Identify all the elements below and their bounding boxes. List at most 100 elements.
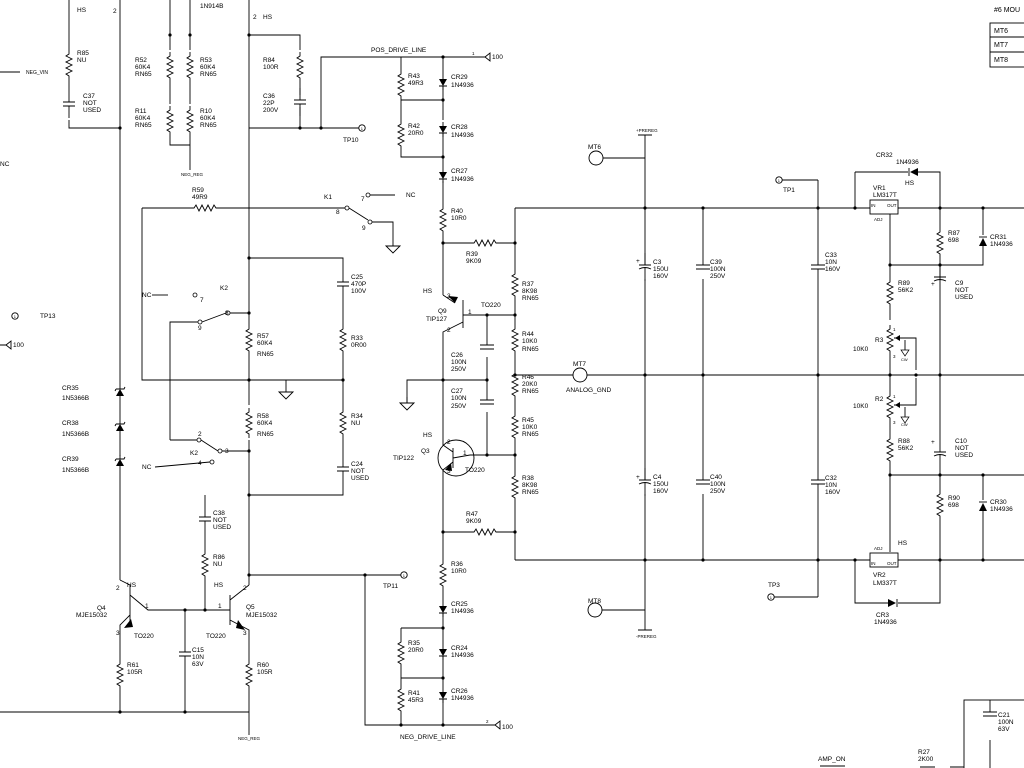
r58-label: R58 xyxy=(257,413,269,420)
plus-sign: + xyxy=(931,281,935,288)
r41-label: R41 xyxy=(408,690,420,697)
r58-value: RN65 xyxy=(257,431,274,438)
c40-label: C40 xyxy=(710,474,722,481)
c36-value: 200V xyxy=(263,107,279,114)
c40-value: 100N xyxy=(710,481,726,488)
cr38-label: CR38 xyxy=(62,420,79,427)
c27-label: C27 xyxy=(451,388,463,395)
r52-label: R52 xyxy=(135,57,147,64)
c25-value: 100V xyxy=(351,288,367,295)
cr39-label: CR39 xyxy=(62,456,79,463)
c15-label: C15 xyxy=(192,647,204,654)
cr26-label: CR26 xyxy=(451,688,468,695)
vr2-label: VR2 xyxy=(873,572,886,579)
c3-value: 150U xyxy=(653,266,669,273)
r45-value: 10K0 xyxy=(522,424,538,431)
cr38-value: 1N5366B xyxy=(62,431,89,438)
r11-label: R11 xyxy=(135,108,147,115)
pin-label: 1 xyxy=(218,603,222,610)
cr35-value: 1N5366B xyxy=(62,395,89,402)
c37-label: C37 xyxy=(83,93,95,100)
r53-value: 60K4 xyxy=(200,64,216,71)
c15-value: 10N xyxy=(192,654,204,661)
pot-cw-label: CW xyxy=(901,422,908,427)
c24-value: USED xyxy=(351,475,369,482)
vr1-regulator xyxy=(869,199,899,215)
c38-value: NOT xyxy=(213,517,227,524)
net-amp-on: AMP_ON xyxy=(818,756,846,763)
cr27-label: CR27 xyxy=(451,168,468,175)
r40-value: 10R0 xyxy=(451,215,467,222)
cr26-value: 1N4936 xyxy=(451,695,474,702)
pin-label: 9 xyxy=(198,325,202,332)
cr28-label: CR28 xyxy=(451,124,468,131)
c32-value: 160V xyxy=(825,489,841,496)
c10-label: C10 xyxy=(955,438,967,445)
r11-value: 60K4 xyxy=(135,115,151,122)
r44-value: 10K0 xyxy=(522,338,538,345)
q4-label: Q4 xyxy=(97,605,106,612)
c33-value: 10N xyxy=(825,259,837,266)
r43-label: R43 xyxy=(408,73,420,80)
vr1-adj: ADJ xyxy=(874,217,883,222)
c36-label: C36 xyxy=(263,93,275,100)
left-section: HS 2 1N914B 2 HS NC NEG_VIN R85 NU C37 N… xyxy=(0,0,490,741)
q4-value: MJE15032 xyxy=(76,612,107,619)
c36-value: 22P xyxy=(263,100,275,107)
r45-label: R45 xyxy=(522,417,534,424)
mount-table-row: MT6 xyxy=(994,28,1008,35)
pin-label: 1 xyxy=(893,394,896,399)
c33-label: C33 xyxy=(825,252,837,259)
vr1-in: IN xyxy=(871,203,876,208)
pin-label: 3 xyxy=(447,468,451,475)
c37-value: USED xyxy=(83,107,101,114)
r57-label: R57 xyxy=(257,333,269,340)
q5-value: MJE15032 xyxy=(246,612,277,619)
c24-label: C24 xyxy=(351,461,363,468)
pin-label: 7 xyxy=(200,297,204,304)
nc-label: NC xyxy=(142,292,152,299)
tp11-label: TP11 xyxy=(383,583,398,590)
pin-label: 1 xyxy=(468,309,472,316)
r34-label: R34 xyxy=(351,413,363,420)
r52-value: 60K4 xyxy=(135,64,151,71)
r46-label: R46 xyxy=(522,374,534,381)
r38-label: R38 xyxy=(522,475,534,482)
r61-label: R61 xyxy=(127,662,139,669)
mount-table-row: MT7 xyxy=(994,42,1008,49)
net-pos-drive-line: POS_DRIVE_LINE xyxy=(371,47,427,54)
r57-value: RN65 xyxy=(257,351,274,358)
to220-label: TO220 xyxy=(206,633,226,640)
to220-label: TO220 xyxy=(481,302,501,309)
pin-label: 9 xyxy=(362,225,366,232)
c27-value: 250V xyxy=(451,403,467,410)
tp1-label: TP1 xyxy=(783,187,795,194)
c38-label: C38 xyxy=(213,510,225,517)
pin-label: 3 xyxy=(243,630,247,637)
mt6-hole xyxy=(588,150,604,166)
pin-label: 8 xyxy=(336,209,340,216)
pin-label: 4 xyxy=(198,460,202,467)
q5-label: Q5 xyxy=(246,604,255,611)
hs-label: HS xyxy=(423,288,433,295)
r60-value: 105R xyxy=(257,669,273,676)
hs-label: HS xyxy=(214,582,224,589)
r34-value: NU xyxy=(351,420,361,427)
r42-label: R42 xyxy=(408,123,420,130)
cr35-label: CR35 xyxy=(62,385,79,392)
power-section: +PREREG -PREREG MT6 MT7 ANALOG_GND MT8 +… xyxy=(515,7,1024,768)
plus-sign: + xyxy=(931,439,935,446)
r90-label: R90 xyxy=(948,495,960,502)
r59-label: R59 xyxy=(192,187,204,194)
connector-100-top: 100 xyxy=(492,54,503,61)
drive-stage: POS_DRIVE_LINE 100 1 R43 49R3 R42 20R0 C… xyxy=(371,47,539,741)
pin-label: 2 xyxy=(243,585,247,592)
pin-label: 3 xyxy=(447,293,451,300)
r61-value: 105R xyxy=(127,669,143,676)
tp3-label: TP3 xyxy=(768,582,780,589)
r42-value: 20R0 xyxy=(408,130,424,137)
c4-label: C4 xyxy=(653,474,662,481)
pin-label: 3 xyxy=(225,448,229,455)
c21-label: C21 xyxy=(998,712,1010,719)
pin-label: 2 xyxy=(113,8,117,15)
